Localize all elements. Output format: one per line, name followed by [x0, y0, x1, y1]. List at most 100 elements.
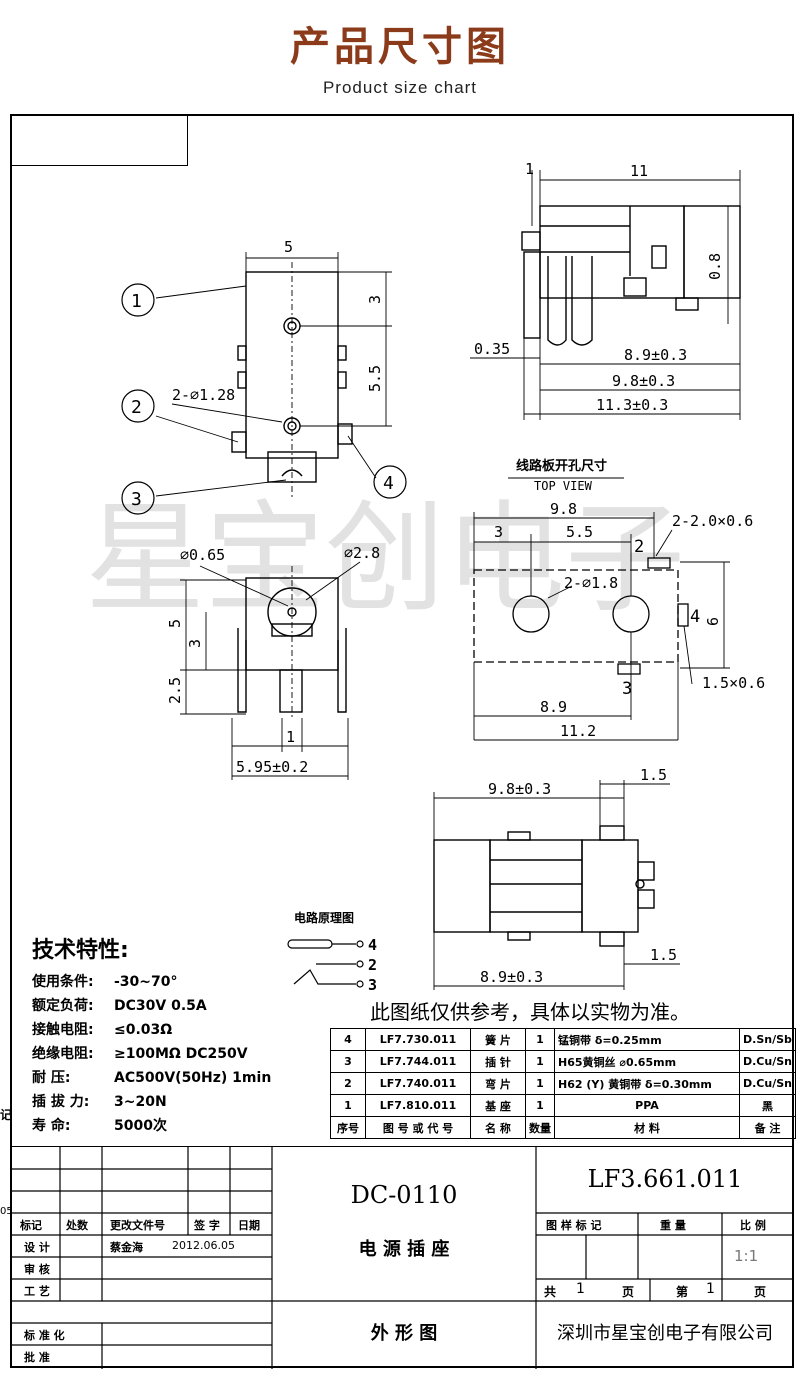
view-name: 外 形 图 [370, 1323, 438, 1344]
dim-pcb-3: 3 [494, 523, 503, 541]
dim-top-holes: 2-⌀1.28 [172, 386, 235, 404]
title-block-grid [10, 1147, 794, 1369]
dim-front-28: ⌀2.8 [344, 544, 380, 562]
side-mark-ji: 记 [0, 1108, 13, 1122]
dim-pcb-6: 6 [704, 617, 722, 626]
dim-pcb-holes: 2-⌀1.8 [564, 574, 618, 592]
dim-side-035: 0.35 [474, 340, 510, 358]
dim-front-5: 5 [166, 619, 184, 628]
spec-row: 插 拔 力:3~20N [32, 1094, 167, 1110]
col-sign: 签 字 [194, 1219, 220, 1232]
dim-bot-89: 8.9±0.3 [480, 968, 543, 986]
top-view [121, 252, 407, 515]
pcb-dim-labels: 9.8 3 5.5 2-2.0×0.6 2-⌀1.8 6 1.5×0.6 8.9… [494, 500, 765, 740]
scale-label: 比 例 [740, 1219, 766, 1232]
dim-side-89: 8.9±0.3 [624, 346, 687, 364]
side-view [470, 170, 741, 420]
page-label: 第 [676, 1285, 689, 1299]
dim-pcb-55: 5.5 [566, 523, 593, 541]
watermark: 星宝创电子 [85, 490, 685, 629]
callout-3: 3 [131, 489, 142, 510]
total-pages: 1 [576, 1281, 585, 1297]
front-view [180, 561, 361, 780]
std-label: 标 准 化 [24, 1329, 65, 1342]
page-title: 产品尺寸图 [290, 24, 510, 70]
callout-2: 2 [131, 397, 142, 418]
col-date: 日期 [238, 1219, 260, 1232]
scale-value: 1:1 [734, 1247, 759, 1265]
table-header-row: 序号 图 号 或 代 号 名 称 数量 材 料 备 注 [330, 1116, 796, 1139]
page-subtitle: Product size chart [322, 78, 478, 97]
specs-title: 技术特性: [32, 938, 129, 963]
dim-side-11: 11 [630, 162, 648, 180]
total-label: 共 [544, 1285, 557, 1299]
spec-row: 接触电阻:≤0.03Ω [32, 1022, 173, 1038]
pcb-pin-3: 3 [622, 679, 632, 699]
title-block: 标记 处数 更改文件号 签 字 日期 设 计 蔡金海 2012.06.05 审 … [10, 1146, 794, 1369]
dim-bot-15b: 1.5 [650, 946, 677, 964]
callout-1: 1 [131, 291, 142, 312]
spec-row: 寿 命:5000次 [32, 1118, 167, 1134]
col-file: 更改文件号 [110, 1219, 165, 1232]
corner-box [10, 114, 188, 166]
page-unit-2: 页 [754, 1285, 767, 1299]
disclaimer-note: 此图纸仅供参考，具体以实物为准。 [370, 1000, 690, 1024]
bom-table: 4 LF7.730.011 簧 片 1 锰铜带 δ=0.25mm D.Sn/Sb… [330, 1028, 796, 1139]
dim-bot-98: 9.8±0.3 [488, 780, 551, 798]
table-row: 1 LF7.810.011 基 座 1 PPA 黑 [330, 1094, 796, 1117]
bottom-view [433, 780, 680, 990]
dim-front-065: ⌀0.65 [180, 546, 225, 564]
pcb-pin-4: 4 [690, 607, 700, 627]
circuit-pin-2: 2 [368, 956, 377, 974]
col-biaoji: 标记 [20, 1219, 42, 1232]
product-name: 电 源 插 座 [358, 1239, 450, 1260]
pcb-pin-2: 2 [634, 537, 644, 557]
bottom-view-labels: 9.8±0.3 1.5 1.5 8.9±0.3 [480, 766, 677, 986]
design-date: 2012.06.05 [172, 1239, 235, 1252]
pcb-layout [473, 477, 730, 741]
side-mark-05: 05 [0, 1206, 13, 1217]
spec-row: 绝缘电阻:≥100MΩ DC250V [32, 1046, 248, 1062]
circuit-title: 电路原理图 [294, 910, 354, 925]
table-row: 4 LF7.730.011 簧 片 1 锰铜带 δ=0.25mm D.Sn/Sb [330, 1028, 796, 1051]
weight-label: 重 量 [660, 1219, 686, 1232]
model-name: DC-0110 [350, 1181, 458, 1209]
dim-pcb-89: 8.9 [540, 698, 567, 716]
dim-side-113: 11.3±0.3 [596, 396, 668, 414]
dim-front-25: 2.5 [166, 677, 184, 704]
table-row: 2 LF7.740.011 弯 片 1 H62 (Y) 黄铜带 δ=0.30mm… [330, 1072, 796, 1095]
spec-row: 使用条件:-30~70° [32, 974, 178, 990]
dim-side-98: 9.8±0.3 [612, 372, 675, 390]
dim-side-1: 1 [525, 160, 534, 178]
page-unit: 页 [622, 1285, 635, 1299]
spec-row: 耐 压:AC500V(50Hz) 1min [32, 1070, 272, 1086]
spec-row: 额定负荷:DC30V 0.5A [32, 998, 207, 1014]
page-number: 1 [706, 1281, 715, 1297]
pcb-topview: TOP VIEW [534, 479, 593, 493]
circuit-diagram: 电路原理图 4 2 3 [287, 910, 377, 994]
dim-bot-15a: 1.5 [640, 766, 667, 784]
design-label: 设 计 [24, 1241, 50, 1254]
drawing-number: LF3.661.011 [587, 1165, 743, 1193]
tu-yang-label: 图 样 标 记 [546, 1219, 602, 1232]
dim-front-3: 3 [186, 639, 204, 648]
side-view-labels: 1 11 0.8 0.35 8.9±0.3 9.8±0.3 11.3±0.3 [474, 160, 724, 414]
dim-side-08: 0.8 [706, 253, 724, 280]
dim-top-h1: 3 [366, 295, 384, 304]
dim-pcb-2x: 2-2.0×0.6 [672, 512, 753, 530]
callout-4: 4 [383, 473, 394, 494]
craft-label: 工 艺 [24, 1285, 50, 1298]
dim-top-width: 5 [284, 238, 293, 256]
review-label: 审 核 [24, 1263, 50, 1276]
circuit-pin-3: 3 [368, 976, 377, 994]
circuit-pin-4: 4 [368, 936, 377, 954]
designer: 蔡金海 [110, 1241, 143, 1254]
pcb-layout-labels: 线路板开孔尺寸 TOP VIEW [516, 458, 607, 493]
dim-pcb-112: 11.2 [560, 722, 596, 740]
table-row: 3 LF7.744.011 插 针 1 H65黄铜丝 ⌀0.65mm D.Cu/… [330, 1050, 796, 1073]
tech-specs: 技术特性: 使用条件:-30~70° 额定负荷:DC30V 0.5A 接触电阻:… [32, 932, 322, 1138]
dim-front-595: 5.95±0.2 [236, 758, 308, 776]
approve-label: 批 准 [24, 1351, 50, 1364]
dim-top-h2: 5.5 [366, 365, 384, 392]
